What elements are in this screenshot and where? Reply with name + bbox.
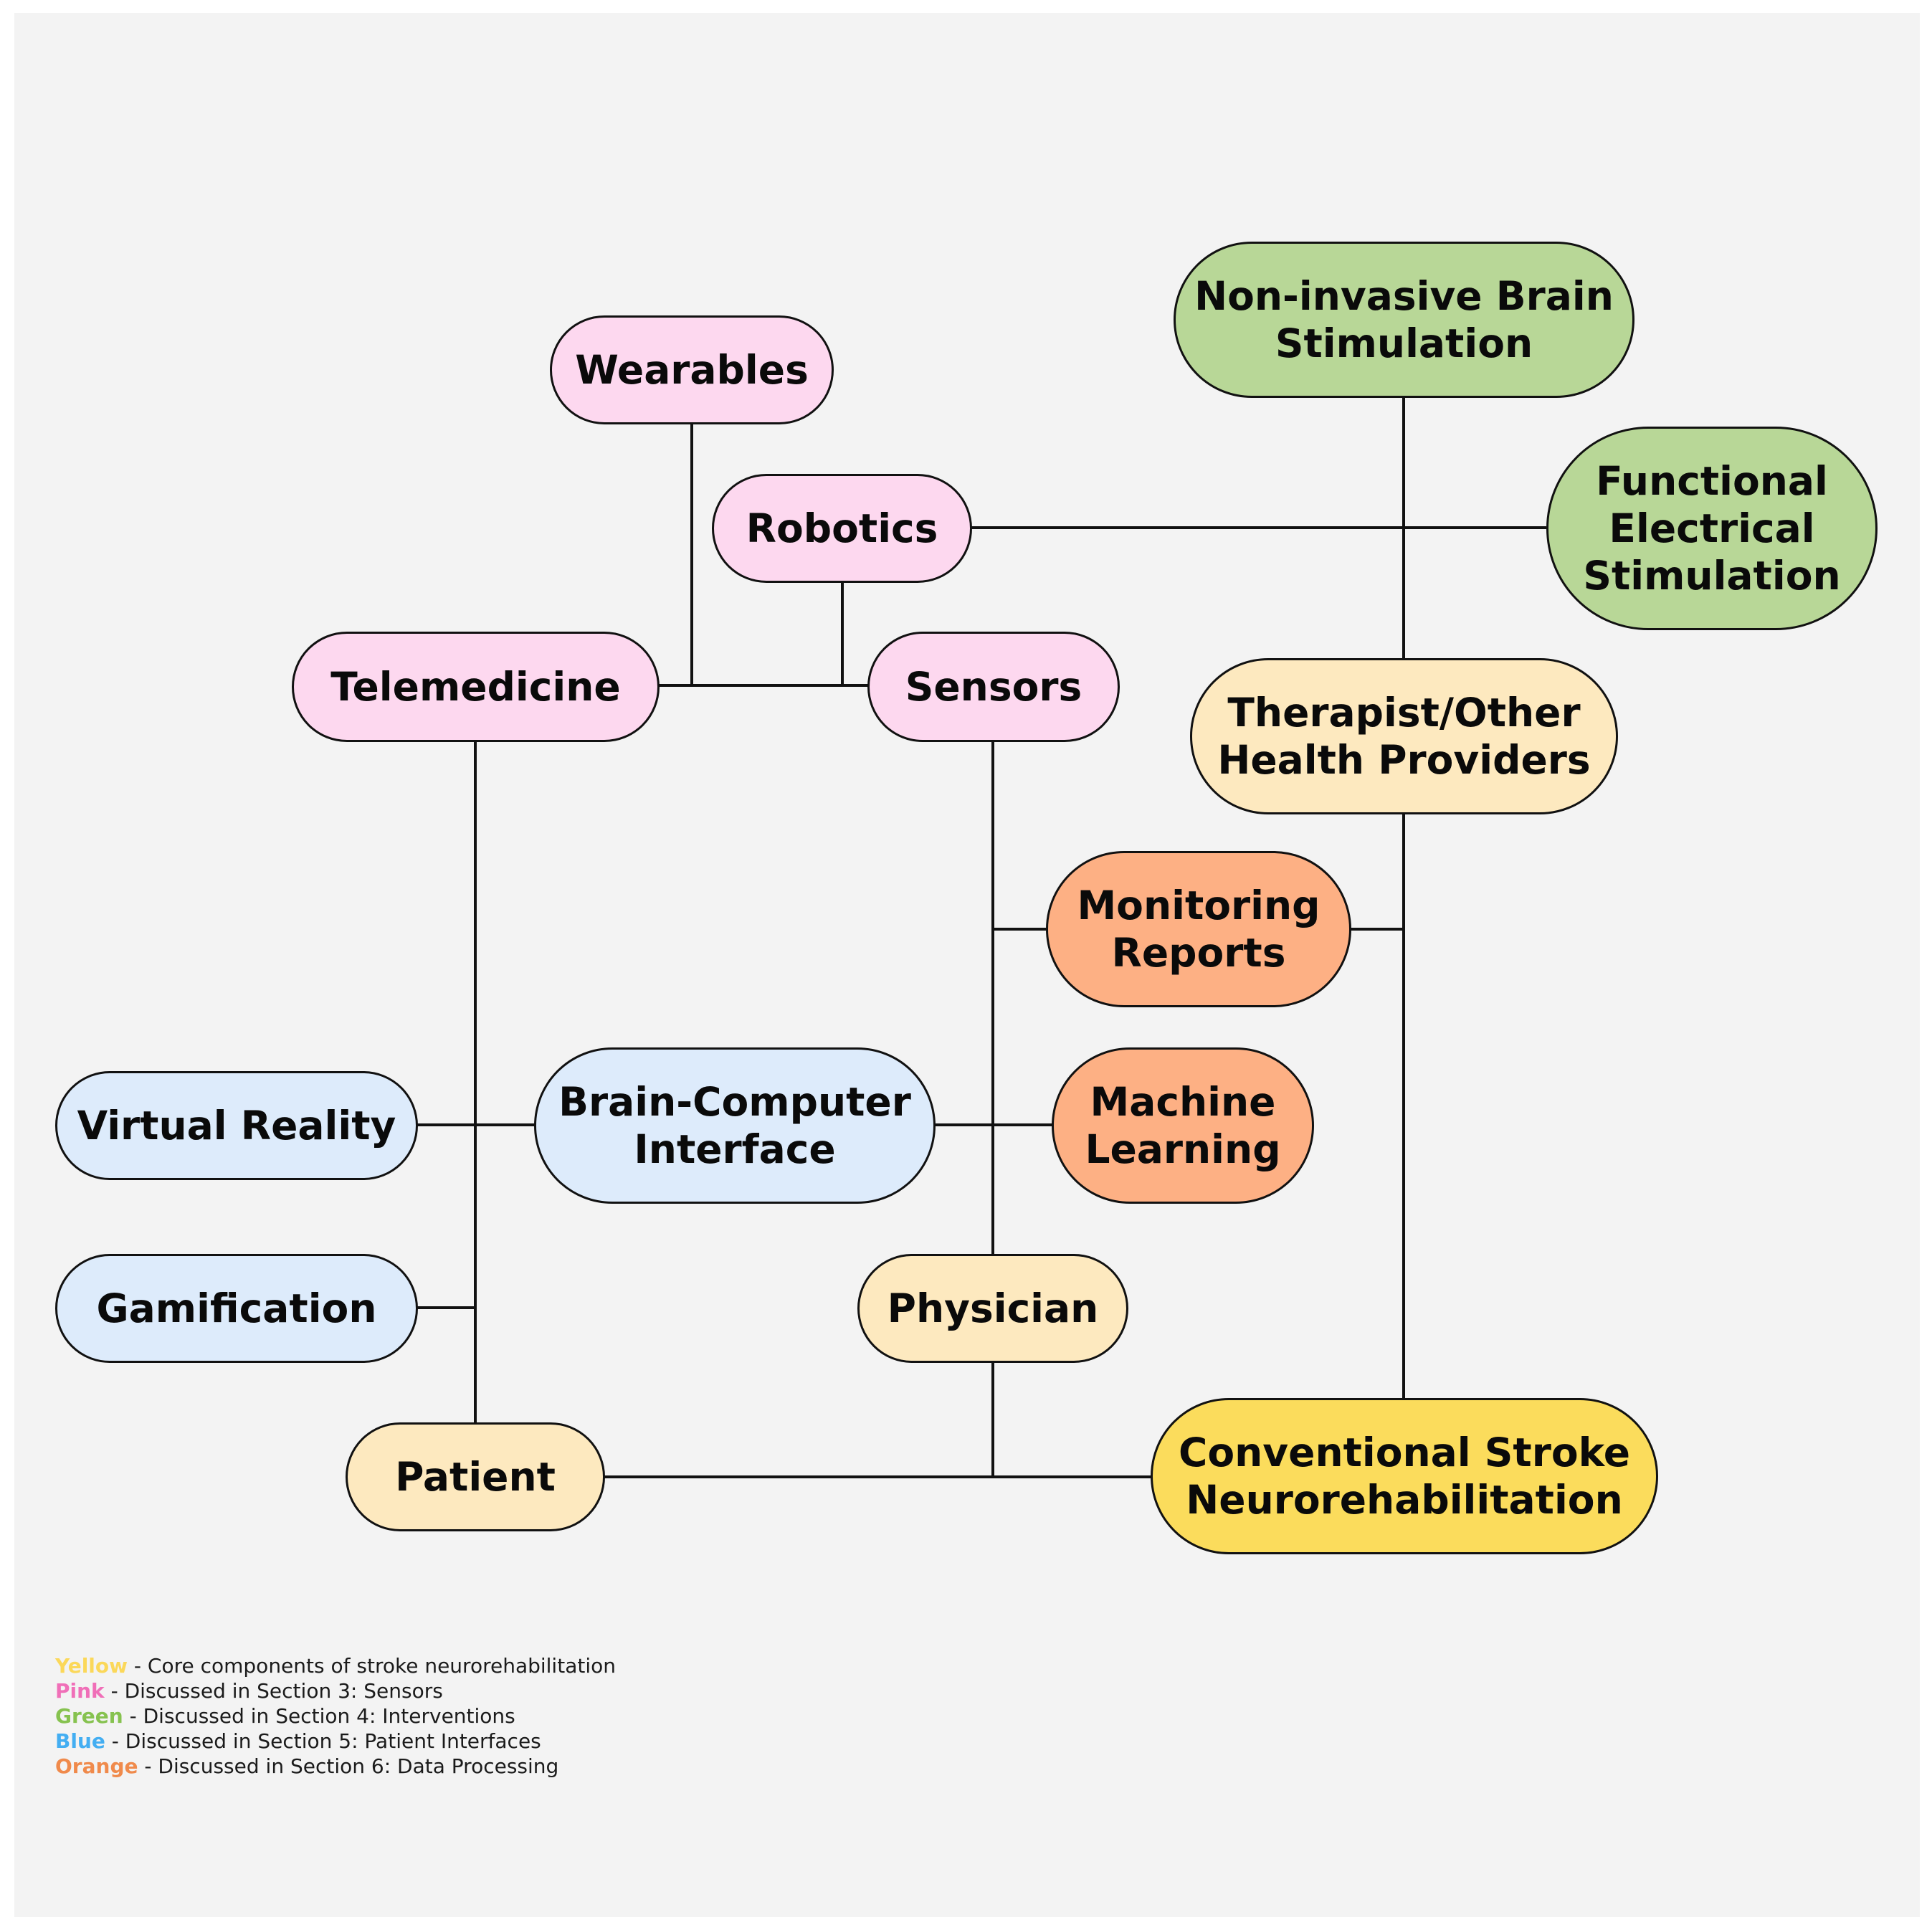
legend-row-yellow: Yellow - Core components of stroke neuro…: [55, 1653, 616, 1678]
node-patient-label: Patient: [395, 1454, 556, 1500]
legend-text-yellow: - Core components of stroke neurorehabil…: [128, 1654, 616, 1678]
node-gamification-label: Gamification: [96, 1285, 377, 1331]
node-bci-label: Brain-Computer Interface: [558, 1079, 911, 1172]
node-patient: Patient: [346, 1422, 605, 1531]
node-physician: Physician: [857, 1254, 1128, 1363]
legend-row-blue: Blue - Discussed in Section 5: Patient I…: [55, 1729, 616, 1754]
node-physician-label: Physician: [887, 1285, 1099, 1331]
node-telemedicine: Telemedicine: [292, 632, 660, 742]
node-ml-label: Machine Learning: [1085, 1079, 1281, 1172]
legend-key-blue: Blue: [55, 1729, 105, 1753]
node-monitoring: Monitoring Reports: [1046, 851, 1351, 1007]
node-telemedicine-label: Telemedicine: [330, 664, 621, 710]
node-csn: Conventional Stroke Neurorehabilitation: [1151, 1398, 1658, 1554]
legend-key-yellow: Yellow: [55, 1654, 128, 1678]
legend-text-green: - Discussed in Section 4: Interventions: [123, 1704, 515, 1728]
node-sensors: Sensors: [867, 632, 1120, 742]
legend-key-green: Green: [55, 1704, 123, 1728]
color-legend: Yellow - Core components of stroke neuro…: [55, 1653, 616, 1779]
legend-key-orange: Orange: [55, 1754, 138, 1778]
legend-text-orange: - Discussed in Section 6: Data Processin…: [138, 1754, 559, 1778]
node-fes: Functional Electrical Stimulation: [1546, 427, 1878, 630]
node-therapist-label: Therapist/Other Health Providers: [1217, 690, 1591, 783]
legend-row-orange: Orange - Discussed in Section 6: Data Pr…: [55, 1754, 616, 1779]
node-csn-label: Conventional Stroke Neurorehabilitation: [1178, 1430, 1631, 1523]
node-wearables-label: Wearables: [575, 347, 809, 393]
legend-text-blue: - Discussed in Section 5: Patient Interf…: [105, 1729, 541, 1753]
node-monitoring-label: Monitoring Reports: [1077, 883, 1320, 976]
node-ml: Machine Learning: [1052, 1047, 1314, 1204]
node-therapist: Therapist/Other Health Providers: [1190, 658, 1618, 814]
node-bci: Brain-Computer Interface: [534, 1047, 936, 1204]
legend-text-pink: - Discussed in Section 3: Sensors: [104, 1679, 443, 1703]
node-nibs-label: Non-invasive Brain Stimulation: [1194, 273, 1614, 366]
node-fes-label: Functional Electrical Stimulation: [1583, 458, 1841, 599]
node-vr: Virtual Reality: [55, 1071, 418, 1180]
legend-key-pink: Pink: [55, 1679, 105, 1703]
node-gamification: Gamification: [55, 1254, 418, 1363]
node-nibs: Non-invasive Brain Stimulation: [1174, 242, 1634, 398]
node-robotics-label: Robotics: [746, 505, 938, 551]
node-wearables: Wearables: [550, 315, 834, 424]
legend-row-green: Green - Discussed in Section 4: Interven…: [55, 1703, 616, 1729]
node-robotics: Robotics: [712, 474, 972, 583]
node-vr-label: Virtual Reality: [77, 1103, 396, 1149]
legend-row-pink: Pink - Discussed in Section 3: Sensors: [55, 1678, 616, 1703]
node-sensors-label: Sensors: [905, 664, 1082, 710]
